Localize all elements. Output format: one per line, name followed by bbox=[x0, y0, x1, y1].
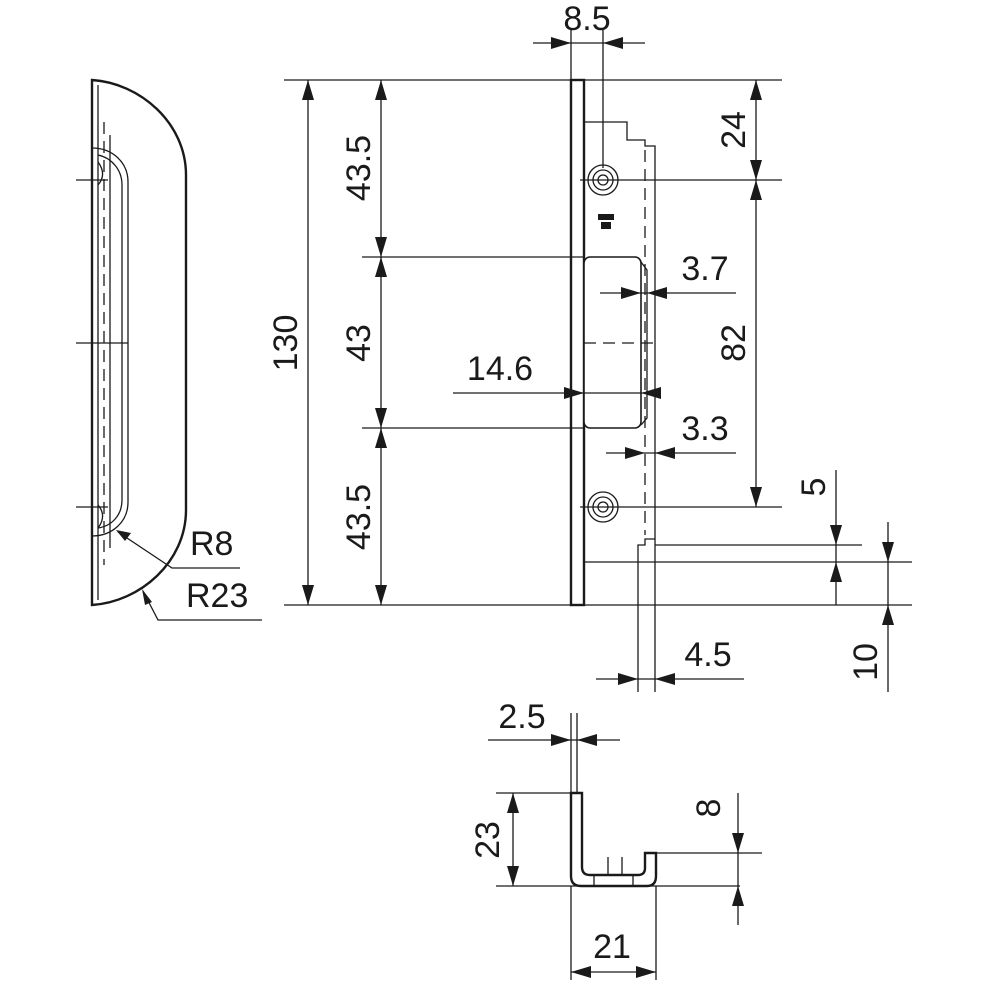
dim-14-6 bbox=[453, 387, 661, 399]
dim-r23-label: R23 bbox=[186, 577, 248, 615]
dim-23 bbox=[507, 793, 519, 886]
dim-24 bbox=[750, 80, 762, 180]
dim-3-3 bbox=[606, 447, 736, 459]
section-extension-lines bbox=[496, 713, 762, 980]
front-face-view bbox=[76, 78, 262, 621]
dim-43-label: 43 bbox=[340, 324, 378, 362]
dim-8-5 bbox=[533, 37, 645, 49]
dim-8-label: 8 bbox=[690, 799, 728, 818]
dim-3-3-label: 3.3 bbox=[681, 410, 728, 448]
dim-43-5-top bbox=[375, 80, 387, 257]
dim-23-label: 23 bbox=[469, 821, 507, 859]
dim-2-5-label: 2.5 bbox=[498, 698, 545, 736]
dim-43-5-bottom bbox=[375, 428, 387, 605]
dim-21-label: 21 bbox=[593, 928, 631, 966]
dim-43-5-bottom-label: 43.5 bbox=[340, 484, 378, 550]
dim-43-5-top-label: 43.5 bbox=[340, 135, 378, 201]
dim-8-5-label: 8.5 bbox=[563, 0, 610, 38]
dim-14-6-label: 14.6 bbox=[467, 350, 533, 388]
side-profile-view bbox=[569, 78, 660, 607]
dim-3-7 bbox=[600, 287, 736, 299]
dim-130-label: 130 bbox=[267, 315, 305, 372]
dim-5-label: 5 bbox=[795, 478, 833, 497]
dim-82-label: 82 bbox=[715, 324, 753, 362]
dim-10-label: 10 bbox=[847, 643, 885, 681]
dim-5 bbox=[830, 470, 842, 605]
dim-4-5-label: 4.5 bbox=[684, 636, 731, 674]
extension-lines bbox=[284, 28, 912, 692]
dim-82 bbox=[750, 180, 762, 507]
dim-10 bbox=[882, 522, 894, 692]
dim-8 bbox=[732, 793, 744, 925]
dim-3-7-label: 3.7 bbox=[681, 250, 728, 288]
dim-2-5 bbox=[488, 734, 620, 746]
dim-4-5 bbox=[596, 673, 744, 685]
dim-130 bbox=[302, 80, 314, 605]
cross-section-view bbox=[569, 791, 658, 888]
dim-r8-label: R8 bbox=[190, 525, 233, 563]
dim-43 bbox=[375, 257, 387, 428]
dim-21 bbox=[571, 966, 656, 978]
dim-24-label: 24 bbox=[715, 111, 753, 149]
